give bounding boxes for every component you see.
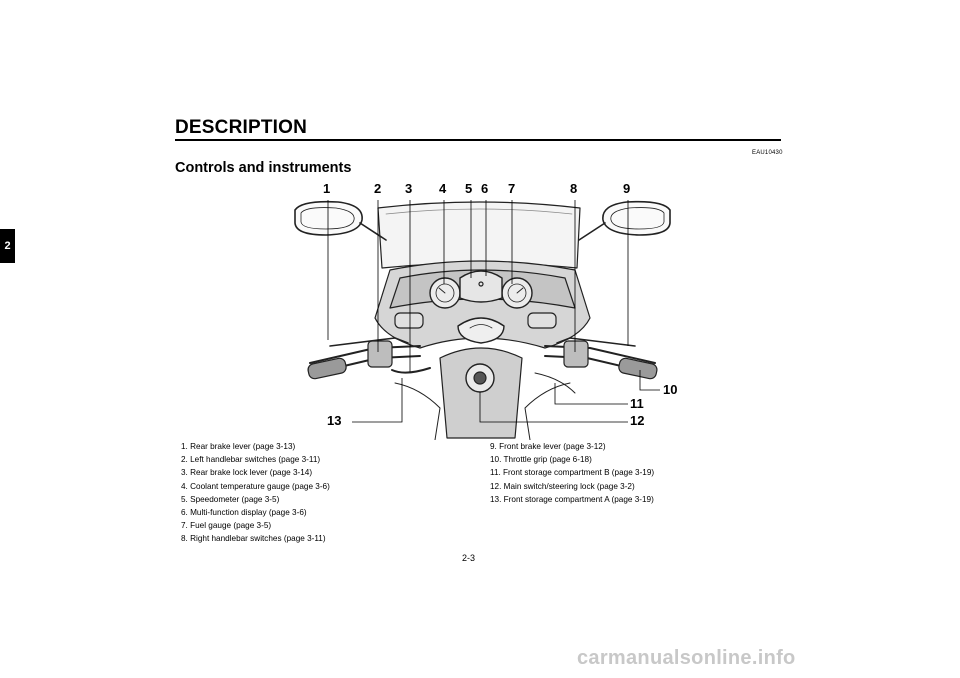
callout-13: 13 xyxy=(327,413,342,428)
legend-right: 9. Front brake lever (page 3-12) 10. Thr… xyxy=(490,440,654,506)
legend-item: 13. Front storage compartment A (page 3-… xyxy=(490,494,654,504)
legend-item: 9. Front brake lever (page 3-12) xyxy=(490,442,606,451)
legend-item: 2. Left handlebar switches (page 3-11) xyxy=(181,455,321,465)
callout-8: 8 xyxy=(570,181,578,196)
page-title: DESCRIPTION xyxy=(175,117,308,138)
legend-item: 12. Main switch/steering lock (page 3-2) xyxy=(490,481,635,491)
legend-item: 8. Right handlebar switches (page 3-11) xyxy=(181,534,326,544)
legend-item: 3. Rear brake lock lever (page 3-14) xyxy=(181,468,313,478)
legend-item: 1. Rear brake lever (page 3-13) xyxy=(181,442,296,451)
legend-item: 11. Front storage compartment B (page 3-… xyxy=(490,468,655,478)
legend-item: 10. Throttle grip (page 6-18) xyxy=(490,455,592,465)
callout-6: 6 xyxy=(481,181,489,196)
callout-4: 4 xyxy=(439,181,447,196)
callout-11: 11 xyxy=(630,396,644,411)
section-title: Controls and instruments xyxy=(175,160,352,176)
callout-1: 1 xyxy=(323,181,331,196)
watermark: carmanualsonline.info xyxy=(577,647,796,669)
chapter-tab-number: 2 xyxy=(4,240,11,252)
chapter-tab: 2 xyxy=(0,229,15,263)
callout-7: 7 xyxy=(508,181,516,196)
legend-left: 1. Rear brake lever (page 3-13) 2. Left … xyxy=(181,440,330,546)
section-code: EAU10430 xyxy=(752,150,783,156)
legend-item: 4. Coolant temperature gauge (page 3-6) xyxy=(181,481,330,491)
callout-10: 10 xyxy=(663,382,678,397)
title-rule xyxy=(175,139,781,141)
legend-item: 6. Multi-function display (page 3-6) xyxy=(181,508,307,518)
scooter-handlebar-illustration xyxy=(294,200,671,440)
callout-9: 9 xyxy=(623,181,631,196)
legend-item: 7. Fuel gauge (page 3-5) xyxy=(181,521,272,531)
callout-3: 3 xyxy=(405,181,413,196)
callout-12: 12 xyxy=(630,413,645,428)
page-number: 2-3 xyxy=(462,553,476,563)
legend-item: 5. Speedometer (page 3-5) xyxy=(181,494,280,504)
callout-2: 2 xyxy=(374,181,382,196)
callout-5: 5 xyxy=(465,181,473,196)
